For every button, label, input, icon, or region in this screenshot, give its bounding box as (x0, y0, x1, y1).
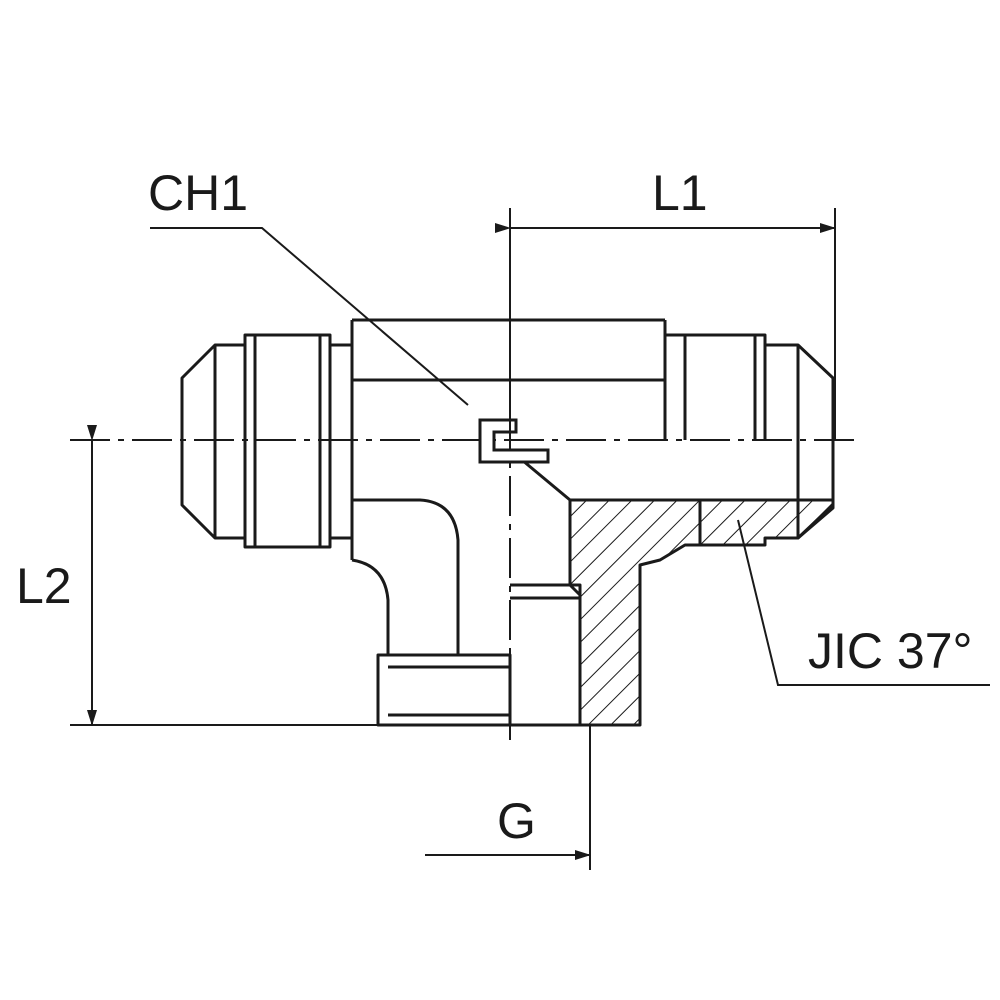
ch1-leader (150, 227, 469, 406)
l2-label: L2 (16, 558, 72, 614)
wrench-flats-icon (478, 418, 550, 464)
l1-label: L1 (652, 165, 708, 221)
sectioned-part (568, 498, 835, 727)
g-label: G (497, 793, 536, 849)
bottom-port (376, 583, 582, 727)
jic-leader (737, 519, 990, 686)
dimension-lines (70, 208, 990, 870)
jic-label: JIC 37° (808, 623, 973, 679)
ch1-label: CH1 (148, 165, 248, 221)
